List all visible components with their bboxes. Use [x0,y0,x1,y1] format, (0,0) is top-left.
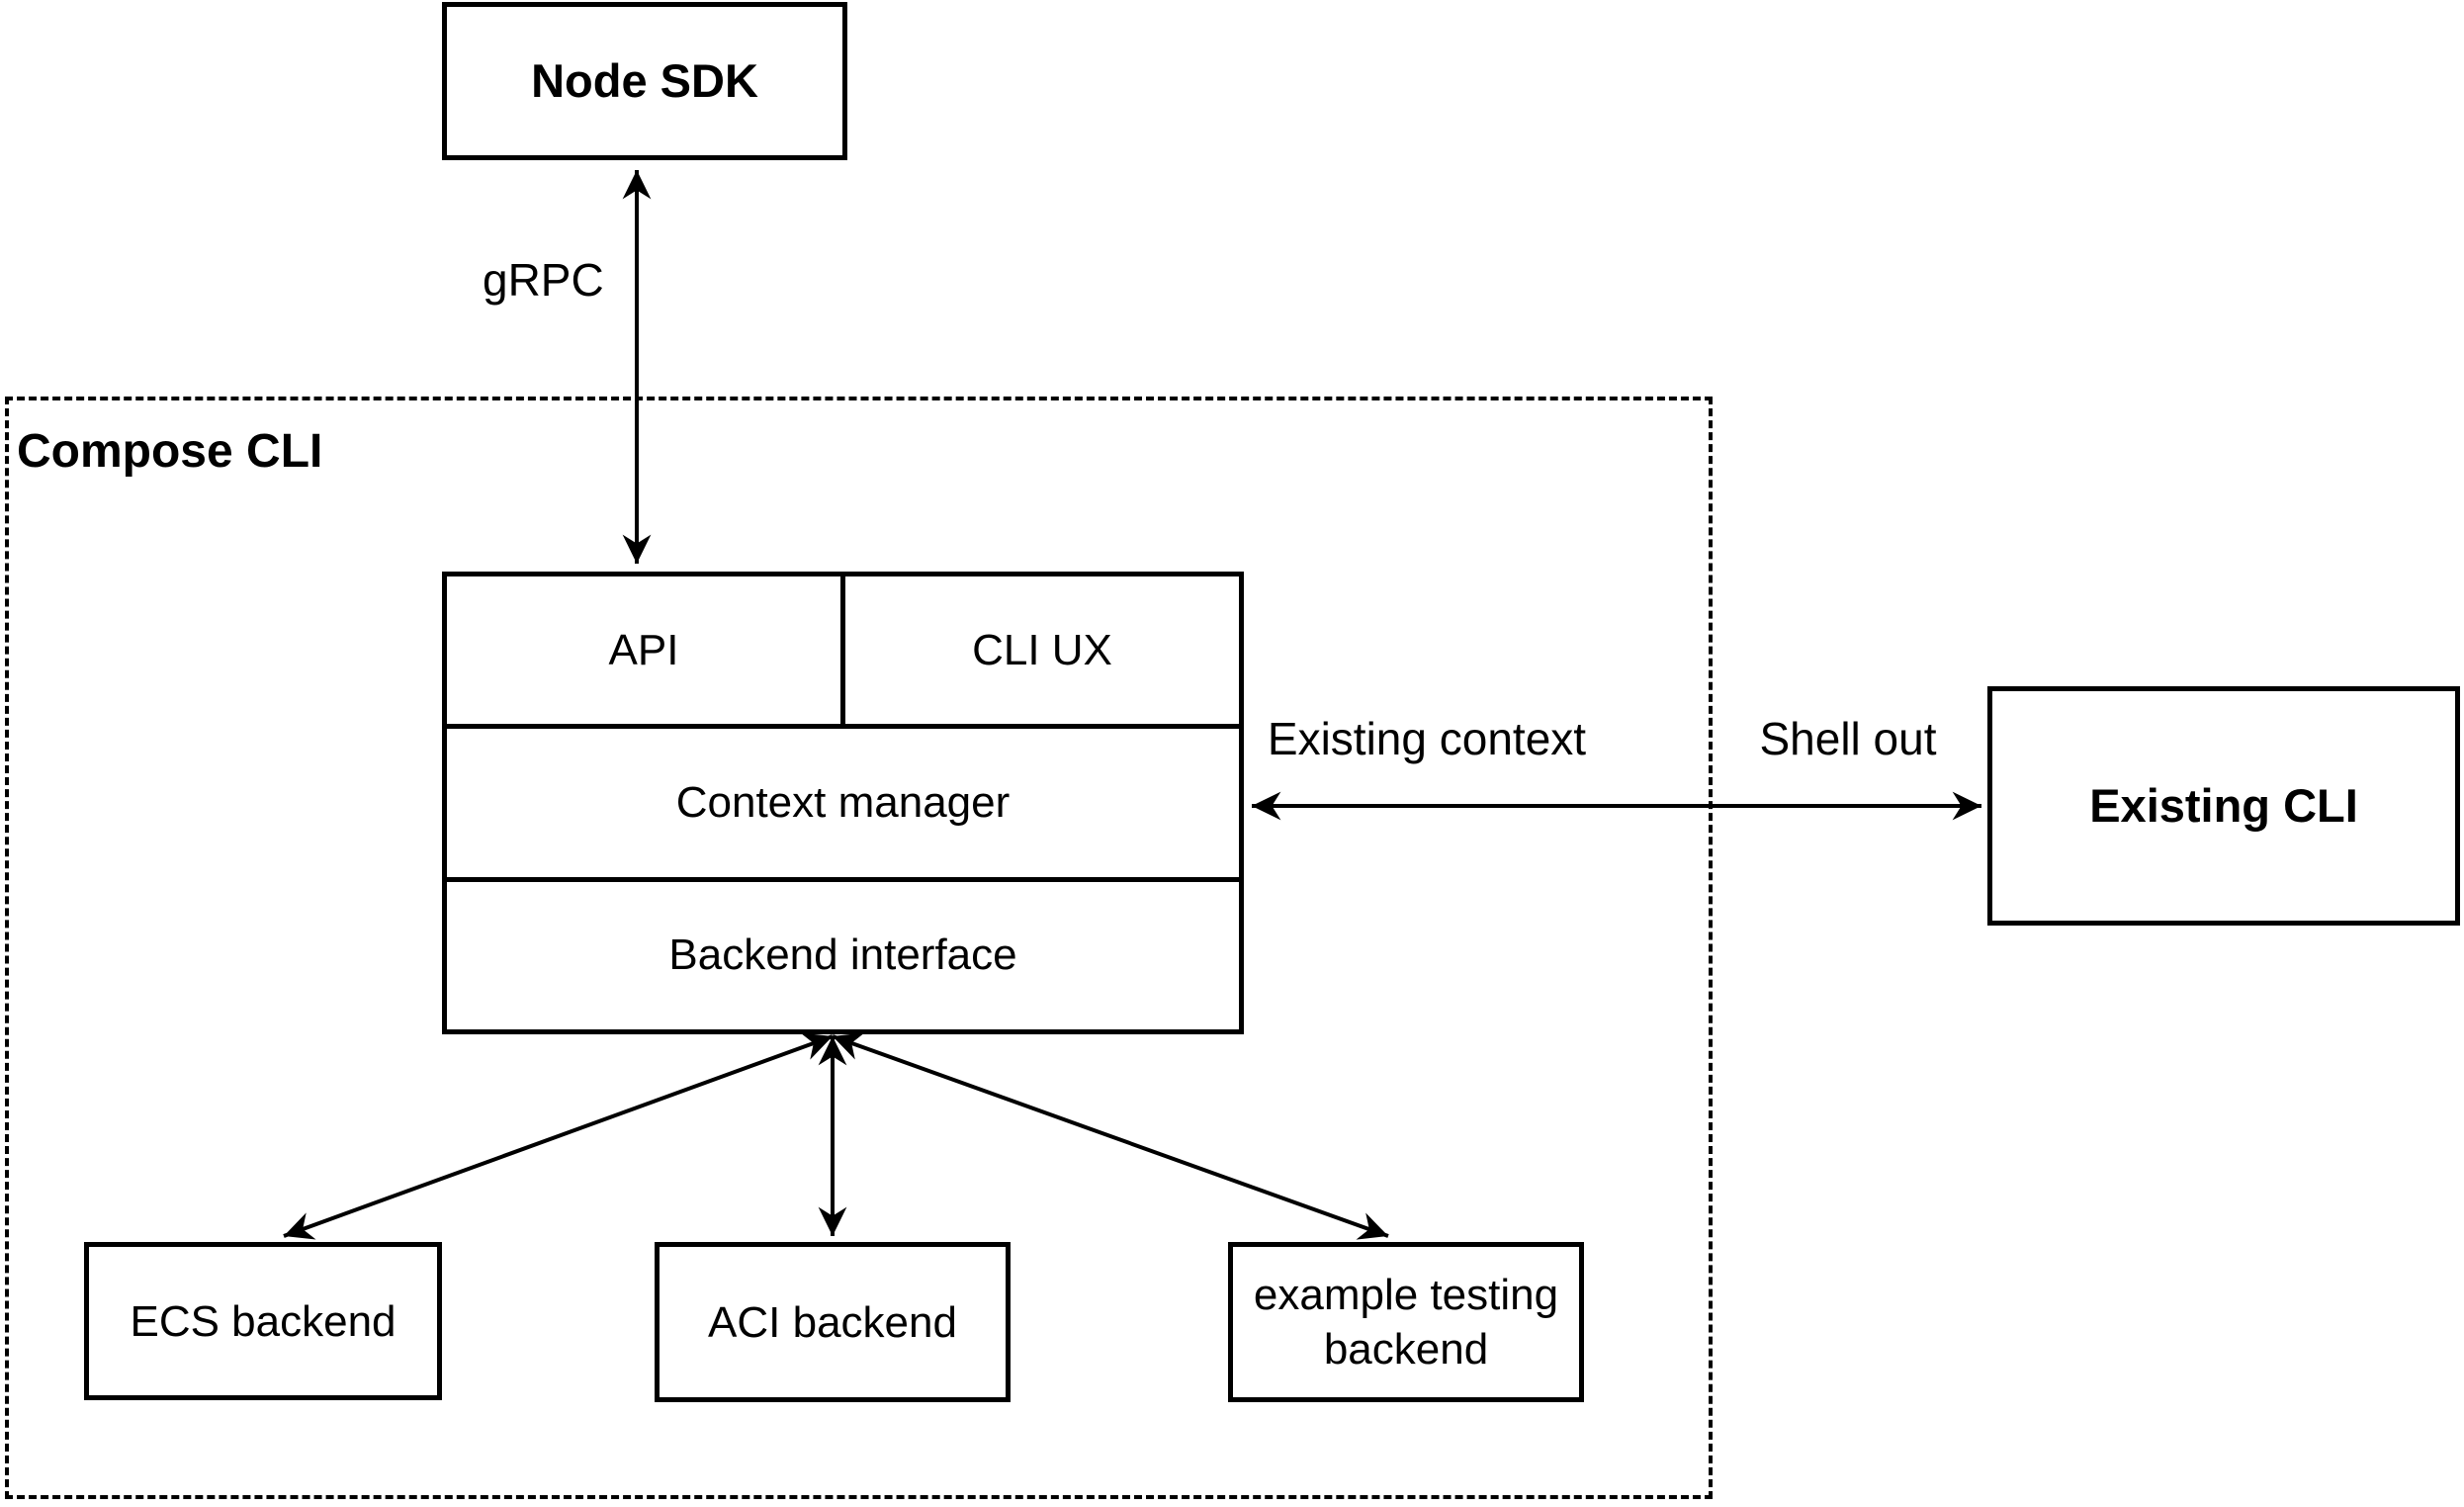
compose-cli-group: Compose CLI [5,397,1713,1499]
existing-cli-label: Existing CLI [2089,778,2358,832]
cli-ux-box: CLI UX [840,576,1239,725]
ecs-backend-label: ECS backend [130,1296,396,1346]
compose-cli-stack-box: API CLI UX Context manager Backend inter… [442,572,1244,1034]
existing-context-edge-label: Existing context [1267,713,1587,764]
context-manager-box: Context manager [447,724,1239,876]
stack-row-top: API CLI UX [447,576,1239,725]
aci-backend-label: ACI backend [708,1297,957,1347]
api-box: API [447,576,840,724]
aci-backend-box: ACI backend [655,1242,1011,1402]
grpc-edge-label: gRPC [483,254,604,306]
backend-interface-label: Backend interface [668,931,1017,980]
example-testing-backend-box: example testing backend [1228,1242,1584,1402]
node-sdk-label: Node SDK [531,53,758,107]
example-testing-backend-label: example testing backend [1253,1271,1559,1374]
cli-ux-label: CLI UX [972,625,1112,674]
api-label: API [608,625,679,674]
node-sdk-box: Node SDK [442,2,847,160]
compose-cli-group-label: Compose CLI [17,425,323,478]
shell-out-edge-label: Shell out [1759,713,1937,764]
existing-cli-box: Existing CLI [1987,686,2460,926]
ecs-backend-box: ECS backend [84,1242,442,1400]
context-manager-label: Context manager [675,777,1011,827]
backend-interface-box: Backend interface [447,876,1239,1029]
